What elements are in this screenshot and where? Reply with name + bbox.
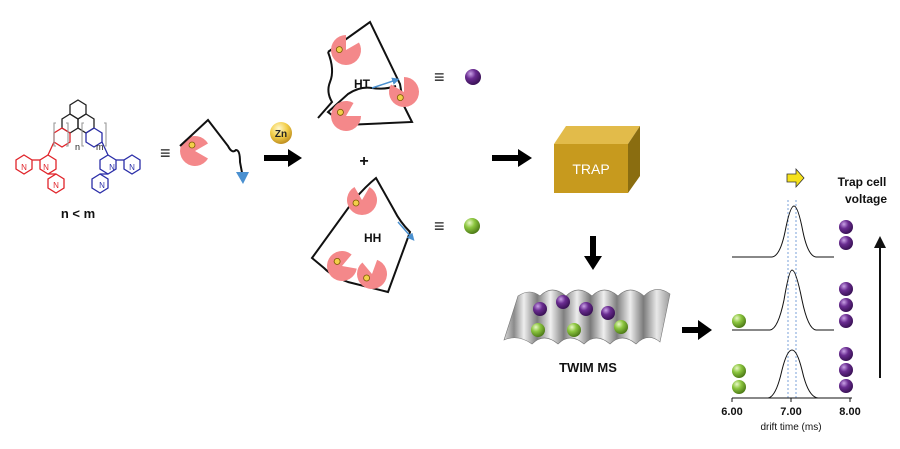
trap-label: TRAP: [572, 161, 609, 177]
zinc-label: Zn: [275, 129, 287, 140]
purple-sphere-icon: [839, 347, 853, 361]
equivalence-symbol: ≡: [434, 67, 445, 87]
trace-middle: [732, 269, 834, 331]
purple-sphere-icon: [839, 236, 853, 250]
purple-sphere-icon: [465, 69, 481, 85]
pacman-icon: [179, 135, 209, 167]
right-arrow-icon: [682, 320, 712, 340]
green-sphere-icon: [567, 323, 581, 337]
equivalence-symbol: ≡: [160, 143, 171, 163]
drift-time-plot: [731, 200, 852, 402]
green-sphere-icon: [732, 380, 746, 394]
trace-bottom: [756, 349, 834, 399]
trap-cube-icon: [554, 126, 640, 193]
green-sphere-icon: [732, 314, 746, 328]
equivalence-symbol: ≡: [434, 216, 445, 236]
trace-top: [732, 205, 834, 258]
purple-sphere-icon: [533, 302, 547, 316]
right-arrow-icon: [492, 149, 532, 167]
purple-sphere-icon: [839, 298, 853, 312]
x-tick-label: 6.00: [721, 406, 742, 418]
hh-assembly: [310, 176, 415, 294]
nitrogen-label: N: [99, 181, 105, 190]
plus-sign: +: [359, 153, 368, 170]
down-arrow-icon: [584, 236, 602, 270]
m-repeat-label: m: [96, 142, 104, 152]
up-arrow-head: [874, 236, 886, 248]
x-tick-label: 7.00: [780, 406, 801, 418]
nitrogen-label: N: [129, 163, 135, 172]
trap-voltage-title: voltage: [845, 192, 887, 206]
green-sphere-icon: [531, 323, 545, 337]
green-sphere-icon: [732, 364, 746, 378]
ligand-backbone: [179, 118, 244, 179]
purple-sphere-icon: [556, 295, 570, 309]
trap-voltage-title: Trap cell: [838, 175, 887, 189]
condition-label: n < m: [61, 206, 95, 221]
purple-sphere-icon: [839, 314, 853, 328]
yellow-arrow-icon: [786, 167, 805, 189]
purple-sphere-icon: [601, 306, 615, 320]
twim-wave-icon: [503, 289, 671, 345]
zinc-ion-icon: [270, 122, 292, 144]
purple-sphere-icon: [839, 220, 853, 234]
purple-sphere-icon: [839, 363, 853, 377]
nitrogen-label: N: [43, 163, 49, 172]
x-tick-label: 8.00: [839, 406, 860, 418]
hh-label: HH: [364, 231, 381, 245]
purple-sphere-icon: [839, 282, 853, 296]
purple-sphere-icon: [839, 379, 853, 393]
nitrogen-label: N: [109, 163, 115, 172]
nitrogen-label: N: [21, 163, 27, 172]
n-repeat-label: n: [75, 142, 80, 152]
ht-assembly: [317, 20, 425, 137]
nitrogen-label: N: [53, 181, 59, 190]
green-sphere-icon: [614, 320, 628, 334]
right-arrow-icon: [264, 149, 302, 167]
purple-sphere-icon: [579, 302, 593, 316]
x-axis-label: drift time (ms): [760, 422, 821, 433]
green-sphere-icon: [464, 218, 480, 234]
twim-label: TWIM MS: [559, 360, 617, 375]
ht-label: HT: [354, 77, 371, 91]
bipyridine-tweezer-structure: [15, 99, 141, 194]
arrow-head: [236, 172, 249, 184]
